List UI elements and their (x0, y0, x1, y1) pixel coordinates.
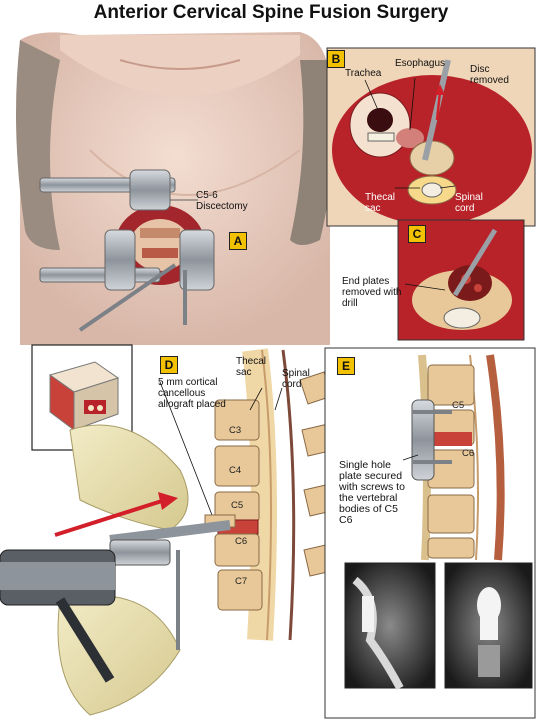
panel-a-badge: A (229, 232, 247, 250)
discectomy-label: C5-6 Discectomy (196, 190, 248, 212)
d-spinal-cord-label: Spinal cord (282, 368, 310, 390)
panel-c-badge: C (408, 225, 426, 243)
panel-c-drill (397, 219, 525, 341)
c5-label: C5 (231, 500, 244, 511)
thecal-sac-label: Thecal sac (365, 192, 396, 214)
xray-images (344, 562, 533, 690)
esophagus-label: Esophagus (395, 58, 446, 69)
end-plates-label: End plates removed with drill (342, 276, 402, 309)
vertebra-c4 (214, 445, 260, 487)
disc-removed-label: Disc removed (470, 64, 509, 86)
plate-label: Single hole plate secured with screws to… (339, 459, 405, 526)
panel-d-badge: D (160, 356, 178, 374)
c4-label: C4 (229, 465, 242, 476)
d-thecal-sac-label: Thecal sac (236, 356, 267, 378)
allograft-label: 5 mm cortical cancellous allograft place… (158, 377, 226, 410)
c6-label: C6 (235, 536, 248, 547)
vertebra-c7 (217, 569, 263, 611)
vertebra-c6 (214, 533, 260, 567)
vertebra-c3 (214, 399, 260, 441)
trachea-label: Trachea (345, 68, 382, 79)
c3-label: C3 (229, 425, 242, 436)
e-c6-label: C6 (462, 448, 475, 459)
spinal-cord-label: Spinal cord (455, 192, 483, 214)
instruments (0, 424, 236, 716)
panel-b-cross-section (326, 47, 536, 227)
page-title: Anterior Cervical Spine Fusion Surgery (93, 2, 449, 23)
panel-b-badge: B (327, 50, 345, 68)
e-c5-label: C5 (452, 400, 465, 411)
panel-e-badge: E (337, 357, 355, 375)
panel-a-neck (16, 32, 334, 345)
c7-label: C7 (235, 576, 248, 587)
